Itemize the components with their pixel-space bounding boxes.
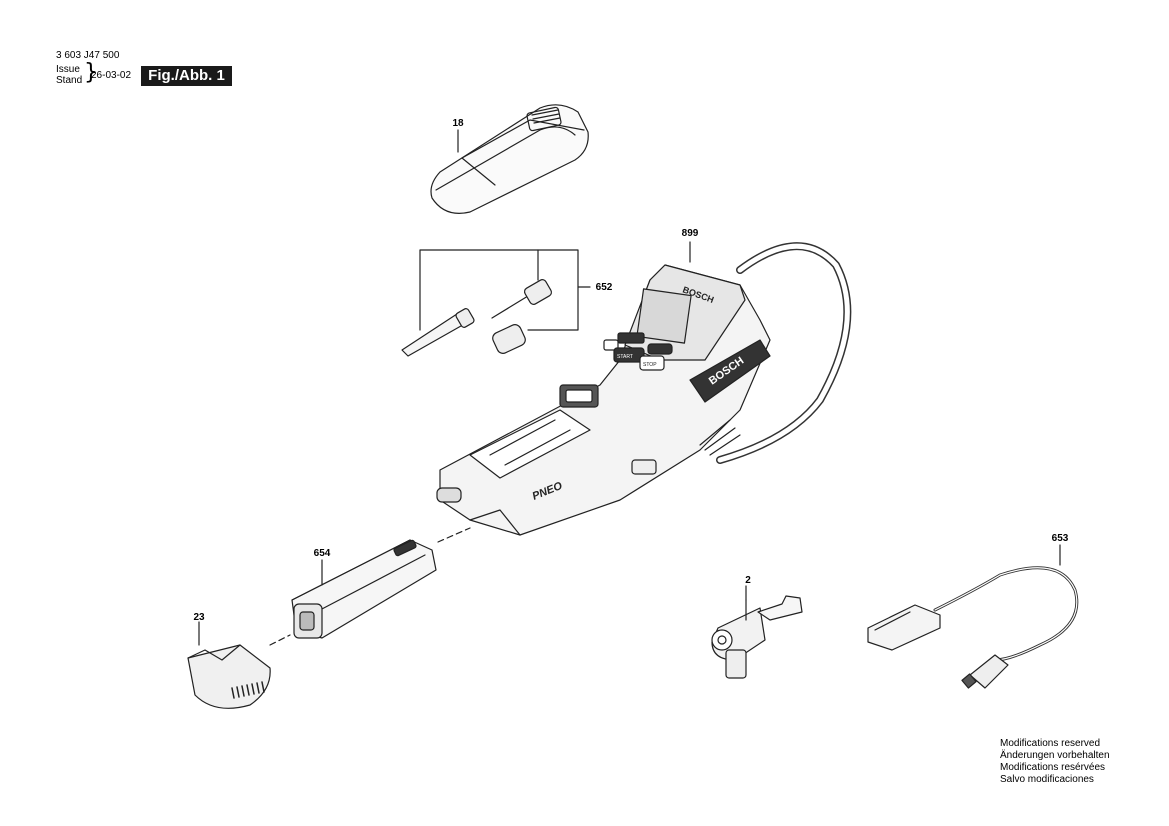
note-fr: Modifications resérvées xyxy=(1000,762,1106,773)
issue-date: 26-03-02 xyxy=(91,70,132,81)
callout-2: 2 xyxy=(745,575,751,586)
figure-label: Fig./Abb. 1 xyxy=(141,66,232,86)
note-de: Änderungen vorbehalten xyxy=(1000,750,1110,761)
assembly-line xyxy=(437,527,471,543)
part-nozzle-set xyxy=(401,249,591,357)
part-usb-cable xyxy=(867,566,1079,689)
part-main-unit xyxy=(436,242,852,536)
start-label: START xyxy=(617,354,633,360)
callout-18: 18 xyxy=(452,118,464,129)
issue-label: Issue xyxy=(56,64,80,75)
stand-label: Stand xyxy=(56,75,83,86)
assembly-line-cap xyxy=(269,634,291,646)
part-battery xyxy=(291,539,437,639)
callout-653: 653 xyxy=(1052,533,1069,544)
part-valve-adapter xyxy=(711,595,803,679)
note-en: Modifications reserved xyxy=(1000,738,1101,749)
modification-notes: Modifications reserved Änderungen vorbeh… xyxy=(1000,738,1110,786)
callout-652: 652 xyxy=(596,282,613,293)
issue-labels: Issue Stand xyxy=(56,64,82,86)
callout-23: 23 xyxy=(193,612,205,623)
part-battery-cover xyxy=(430,104,589,214)
document-number: 3 603 J47 500 xyxy=(56,50,120,61)
callout-899: 899 xyxy=(682,228,699,239)
callout-654: 654 xyxy=(314,548,331,559)
stop-label: STOP xyxy=(643,362,657,368)
brace-glyph: } xyxy=(84,60,98,85)
part-end-cap xyxy=(187,644,271,709)
note-es: Salvo modificaciones xyxy=(1000,774,1094,785)
